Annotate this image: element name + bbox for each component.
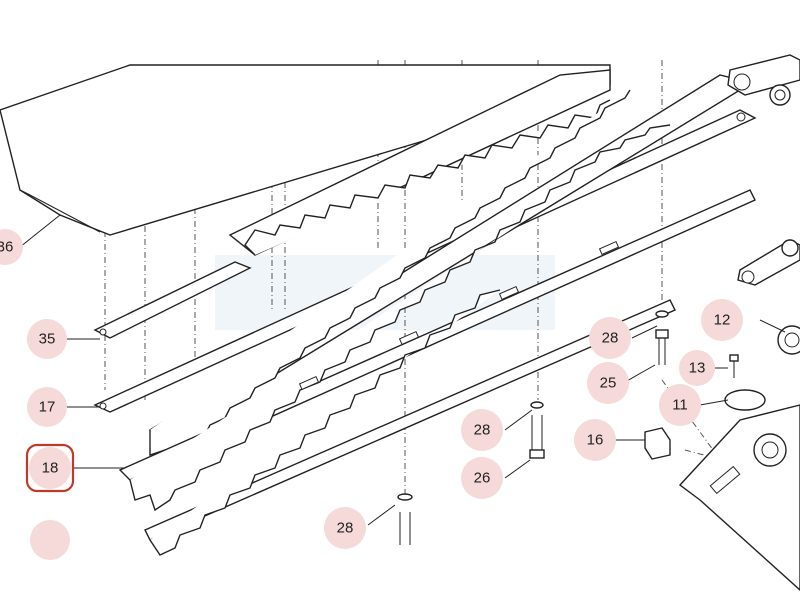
callout-26-label: 26 [474,470,491,487]
callout-28-middle: 28 [461,409,503,451]
upper-blade-guide [228,69,611,256]
cap-11 [724,389,766,411]
callout-17: 17 [27,387,67,427]
callout-28-middle-label: 28 [474,422,491,439]
callout-18-label: 18 [42,460,59,477]
callout-18-highlighted: 18 [25,443,75,493]
callout-12-label: 12 [714,312,731,329]
spacer-bar-35 [93,261,252,339]
callout-partial-bottom-left [30,520,70,560]
callout-28-lower: 28 [324,507,366,549]
cutting-blade-lower-18 [118,124,756,512]
callout-25-label: 25 [600,375,617,392]
callout-26: 26 [461,457,503,499]
callout-36: 36 [0,229,23,265]
callout-16: 16 [574,419,616,461]
callout-12: 12 [701,299,743,341]
cutting-blade-bottom [144,289,676,556]
callout-17-label: 17 [39,399,56,416]
callout-18-highlight-ring [25,443,75,493]
callout-36-label: 36 [0,239,13,256]
callout-16-label: 16 [587,432,604,449]
bolt-26 [529,401,545,459]
crank-arm [727,54,800,106]
callout-28-upper-label: 28 [602,330,619,347]
callout-25: 25 [587,362,629,404]
callout-11: 11 [659,384,701,426]
block-16 [644,427,671,460]
callout-35: 35 [27,319,67,359]
screw-13 [729,354,739,378]
gear-case [678,404,800,591]
callout-28-lower-label: 28 [337,520,354,537]
bolt-25 [655,310,669,365]
connecting-rod [737,239,800,286]
callout-28-upper: 28 [589,317,631,359]
callout-35-label: 35 [39,331,56,348]
bolt-lower [397,493,413,545]
blade-cover [0,64,611,236]
callout-11-label: 11 [672,397,688,414]
bearing-12 [777,325,800,355]
callout-13: 13 [679,350,715,386]
callout-13-label: 13 [689,360,706,377]
